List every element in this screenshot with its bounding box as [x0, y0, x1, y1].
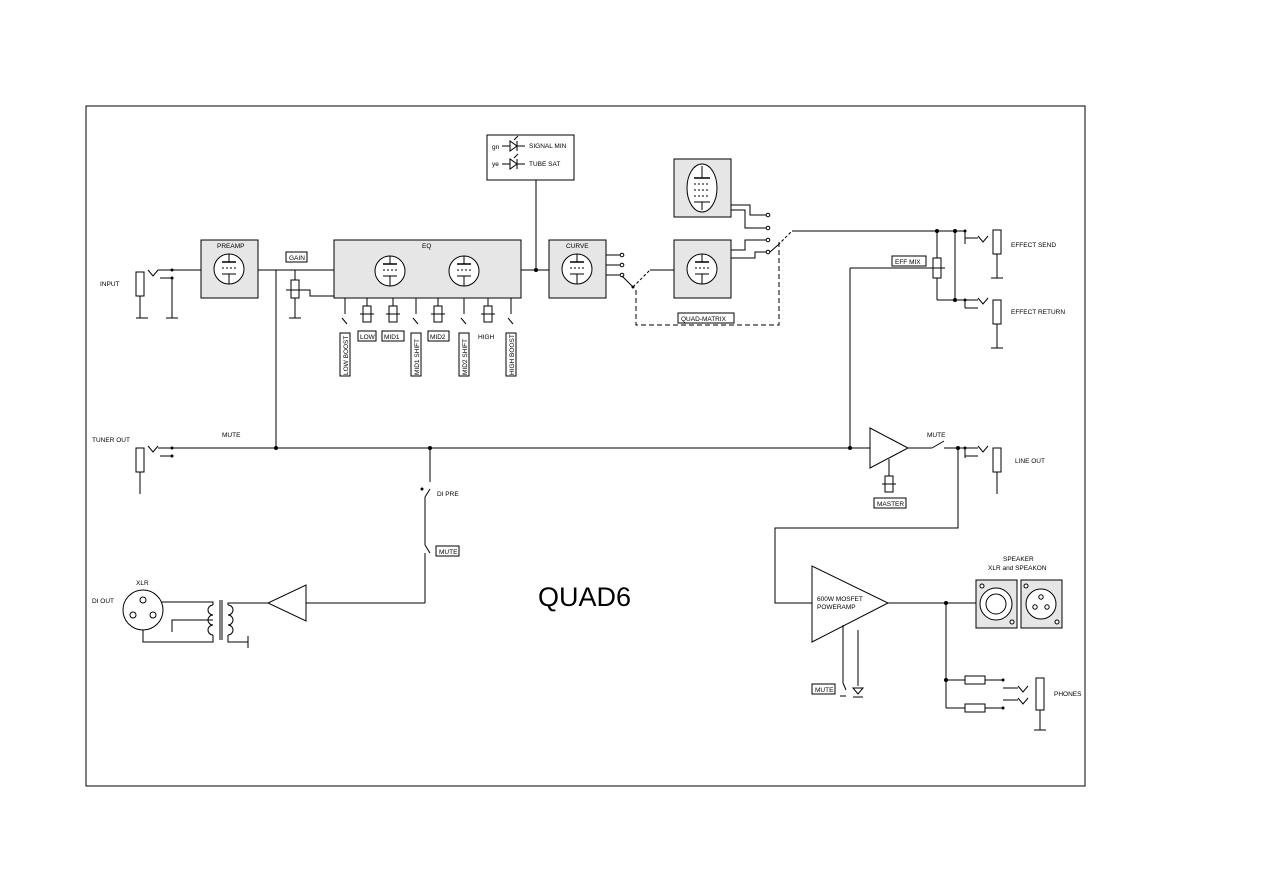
- eq-tube2-icon: [448, 255, 480, 287]
- indicator-box: [486, 134, 575, 181]
- gain-label: GAIN: [289, 255, 305, 262]
- mute-power-label: MUTE: [815, 687, 834, 694]
- curve-tube-icon: [561, 253, 593, 285]
- curve-label: CURVE: [566, 243, 589, 250]
- line-out-jack: [963, 445, 1002, 494]
- mid1-label: MID1: [384, 334, 400, 341]
- speaker-label-1: SPEAKER: [1003, 556, 1034, 563]
- input-label: INPUT: [100, 281, 120, 288]
- master-pot-icon: [882, 459, 896, 493]
- poweramp-icon: [811, 565, 890, 643]
- preamp-tube-icon: [213, 253, 245, 285]
- quad-matrix-label: QUAD-MATRIX: [681, 316, 727, 323]
- di-transformer-icon: [142, 600, 249, 648]
- speaker-label-2: XLR and SPEAKON: [988, 565, 1047, 572]
- mid2-shift-label: MID2 SHIFT: [462, 339, 469, 375]
- high-label: HIGH: [478, 334, 495, 341]
- xlr-label: XLR: [136, 580, 149, 587]
- low-boost-label: LOW BOOST: [343, 336, 350, 375]
- di-mute-switch: [424, 544, 431, 603]
- mid2-shift-box: [458, 332, 470, 377]
- input-jack: [135, 268, 201, 319]
- high-boost-label: HIGH BOOST: [509, 334, 516, 375]
- mid2-label: MID2: [430, 334, 446, 341]
- line-mute-switch: [931, 440, 945, 449]
- quad-matrix-enclosure: [635, 240, 780, 326]
- eq-block: [333, 239, 522, 299]
- eff-mix-box: [891, 255, 927, 267]
- matrix-selector-switch: [731, 204, 793, 259]
- effect-send-label: EFFECT SEND: [1011, 242, 1056, 249]
- gain-pot-icon: [286, 270, 334, 319]
- line-out-label: LINE OUT: [1015, 458, 1045, 465]
- ye-label: ye: [492, 161, 499, 168]
- pentode-tube-icon: [686, 163, 718, 213]
- mid1-shift-label: MID1 SHIFT: [414, 339, 421, 375]
- mute-tuner-label: MUTE: [222, 432, 241, 439]
- led-icon: [502, 135, 525, 152]
- tuner-out-jack: [135, 445, 175, 494]
- di-pre-switch: [420, 487, 431, 545]
- mute-di-box: [435, 545, 460, 557]
- di-pre-label: DI PRE: [437, 491, 459, 498]
- curve-switch-icon: [606, 252, 635, 289]
- mute-power-box: [811, 683, 836, 695]
- effect-return-jack: [953, 297, 1003, 349]
- quad-tube-icon: [686, 253, 718, 285]
- high-boost-box: [505, 332, 517, 377]
- mid2-box: [427, 330, 450, 342]
- low-box: [357, 330, 377, 342]
- speakon-connector-icon: [979, 583, 1015, 625]
- effect-return-label: EFFECT RETURN: [1011, 309, 1065, 316]
- phones-circuit: [944, 603, 1046, 731]
- mute-di-label: MUTE: [439, 549, 458, 556]
- diagram-frame: [85, 105, 1086, 787]
- mute-line-label: MUTE: [927, 432, 946, 439]
- di-out-label: DI OUT: [92, 598, 114, 605]
- preamp-label: PREAMP: [217, 243, 244, 250]
- effect-send-jack: [953, 229, 1003, 279]
- eff-mix-label: EFF MIX: [895, 259, 921, 266]
- phones-label: PHONES: [1054, 691, 1082, 698]
- eq-controls: [341, 298, 514, 325]
- tuner-out-label: TUNER OUT: [92, 437, 130, 444]
- master-box: [873, 497, 907, 509]
- eq-tube1-icon: [374, 255, 406, 287]
- eff-mix-pot-icon: [929, 229, 956, 301]
- diagram-title: QUAD6: [538, 582, 631, 612]
- master-label: MASTER: [877, 501, 904, 508]
- mid1-box: [381, 330, 405, 342]
- poweramp-label-2: POWERAMP: [817, 604, 856, 611]
- eq-label: EQ: [422, 243, 431, 250]
- mid1-shift-box: [410, 332, 422, 377]
- speaker-xlr-icon: [1023, 583, 1060, 625]
- poweramp-mute-switch: [840, 625, 865, 698]
- poweramp-label-1: 600W MOSFET: [817, 596, 863, 603]
- low-boost-box: [339, 332, 351, 377]
- tube-sat-label: TUBE SAT: [529, 161, 560, 168]
- gn-label: gn: [492, 144, 500, 151]
- gain-control-box: [285, 251, 308, 263]
- di-amp-icon: [266, 584, 307, 622]
- low-label: LOW: [360, 334, 376, 341]
- led-icon: [502, 153, 525, 170]
- quad-matrix-box: [677, 312, 735, 324]
- signal-min-label: SIGNAL MIN: [529, 143, 567, 150]
- xlr-connector-icon: [122, 589, 164, 631]
- master-amp-icon: [869, 427, 910, 469]
